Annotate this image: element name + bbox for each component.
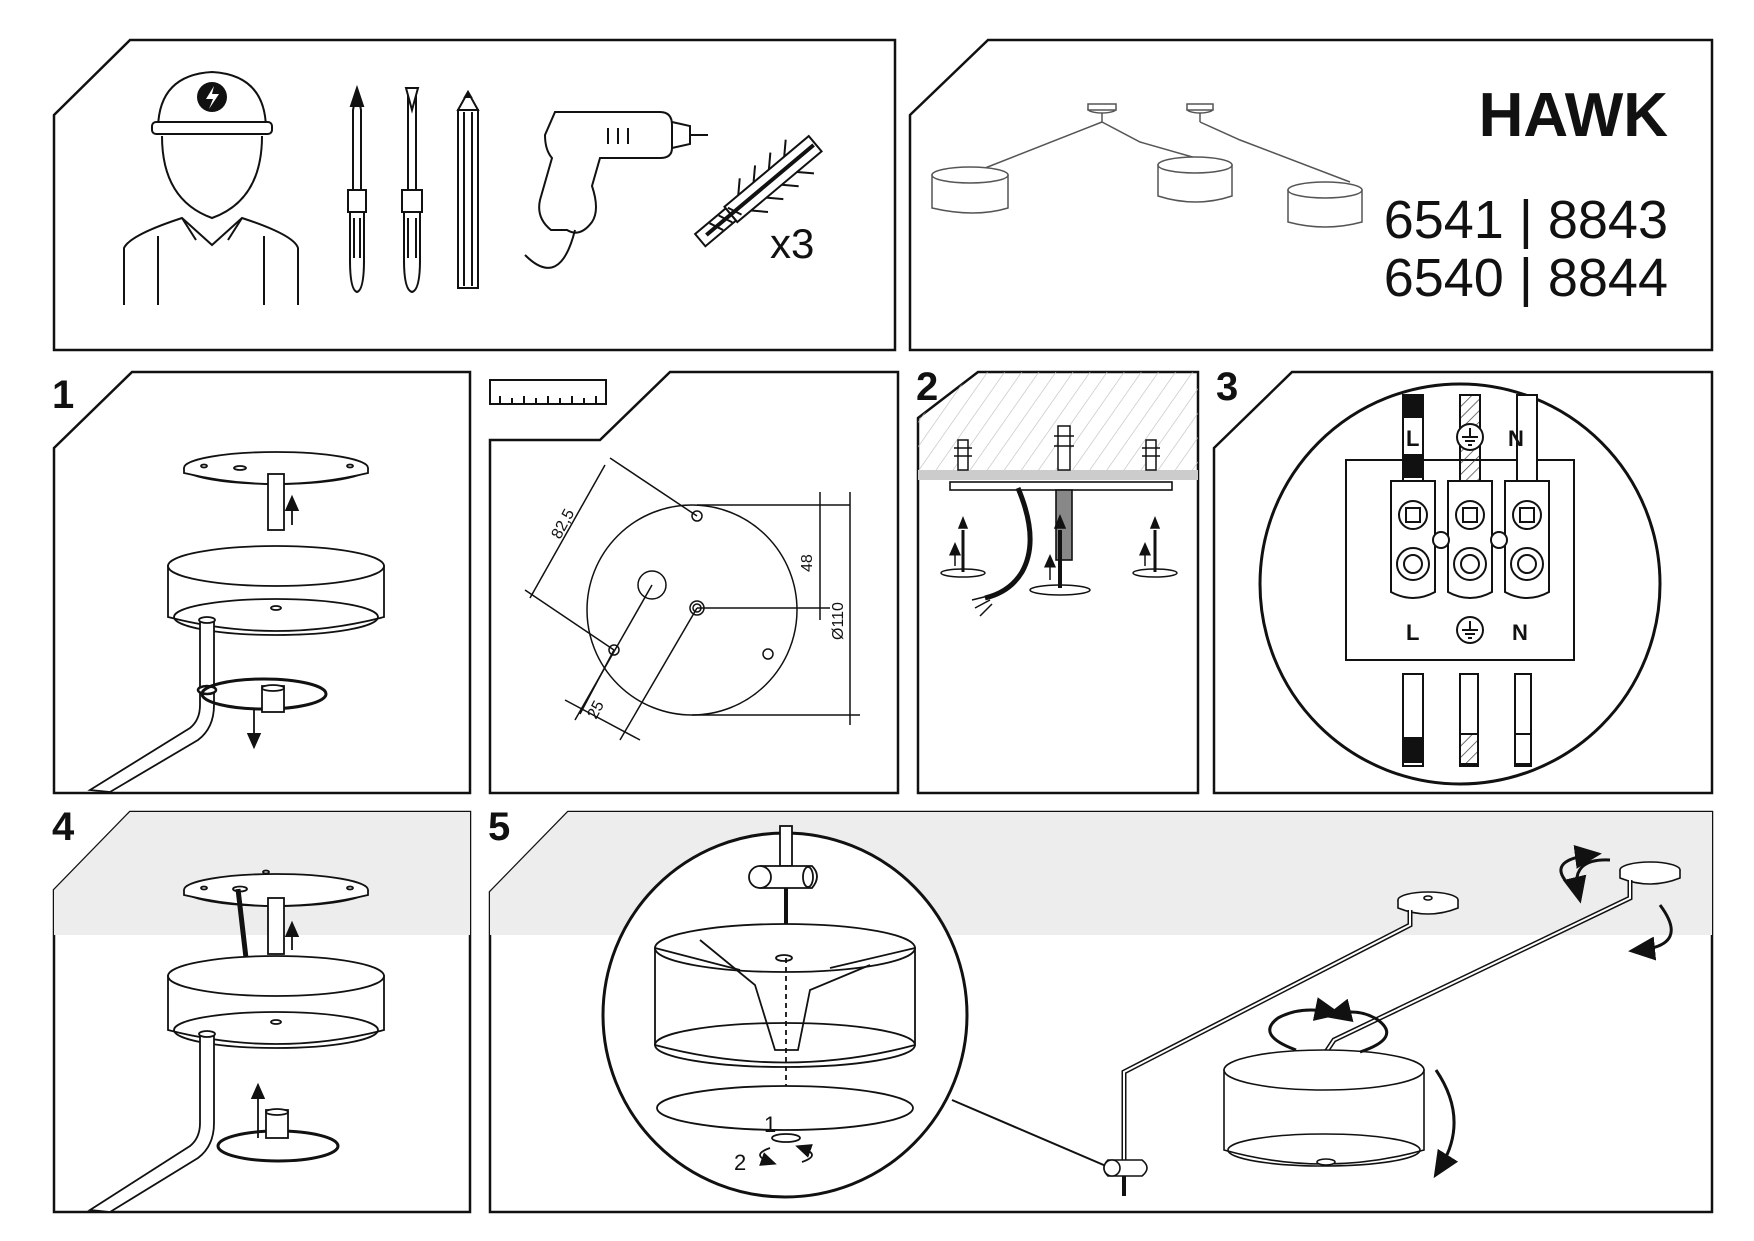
wall-plug-icon bbox=[693, 134, 823, 248]
step-1-panel: 1 bbox=[52, 370, 472, 795]
canopy-wiring-illustration bbox=[167, 869, 385, 1049]
arm-tube-illustration bbox=[87, 616, 328, 793]
live-label-top: L bbox=[1406, 426, 1419, 451]
dimension-48: 48 bbox=[799, 554, 816, 572]
step-2-panel: 2 bbox=[916, 365, 1200, 795]
canopy-illustration bbox=[167, 451, 385, 636]
rotation-arrows bbox=[1268, 844, 1673, 1179]
shade-assembly-detail bbox=[654, 825, 916, 1166]
step-2-number: 2 bbox=[916, 365, 938, 409]
step-4-panel: 4 bbox=[52, 805, 472, 1214]
screwdriver-flat-icon bbox=[401, 87, 423, 294]
hawk-lamp-illustration bbox=[931, 103, 1363, 228]
canopy-dimension-drawing bbox=[524, 457, 860, 741]
pencil-icon bbox=[456, 89, 480, 289]
electrician-icon bbox=[123, 70, 299, 305]
screwdriver-phillips-icon bbox=[347, 84, 367, 294]
dimensions-panel: 82,5 48 Ø110 25 bbox=[488, 370, 900, 795]
drill-icon bbox=[524, 111, 708, 269]
model-numbers-line1: 6541 | 8843 bbox=[1384, 190, 1668, 250]
product-panel: HAWK 6541 | 8843 6540 | 8844 bbox=[908, 38, 1714, 352]
arm-fixing-illustration bbox=[87, 1030, 340, 1213]
detail-leader-line bbox=[951, 1099, 1121, 1173]
step-5-number: 5 bbox=[488, 805, 510, 849]
model-numbers-line2: 6540 | 8844 bbox=[1384, 248, 1668, 308]
step-3-panel: 3 bbox=[1212, 365, 1714, 795]
neutral-label-bottom: N bbox=[1512, 620, 1528, 645]
product-name: HAWK bbox=[1479, 81, 1669, 150]
neutral-label-top: N bbox=[1508, 426, 1524, 451]
lamp-arms-illustration bbox=[1103, 861, 1681, 1196]
order-label-2: 2 bbox=[734, 1150, 746, 1175]
step-4-number: 4 bbox=[52, 805, 75, 849]
order-label-1: 1 bbox=[764, 1112, 776, 1137]
terminal-block-illustration bbox=[1345, 394, 1575, 767]
dimension-25: 25 bbox=[585, 698, 608, 722]
step-1-number: 1 bbox=[52, 373, 74, 417]
live-label-bottom: L bbox=[1406, 620, 1419, 645]
wall-plugs-illustration bbox=[954, 425, 1160, 471]
screws-illustration bbox=[940, 514, 1178, 596]
step-5-panel: 5 1 2 bbox=[488, 805, 1714, 1214]
ruler-icon bbox=[489, 379, 607, 405]
dimension-110: Ø110 bbox=[830, 602, 847, 640]
tools-panel: x3 bbox=[52, 38, 897, 352]
dowel-quantity-label: x3 bbox=[770, 220, 814, 267]
step-3-number: 3 bbox=[1216, 365, 1238, 409]
